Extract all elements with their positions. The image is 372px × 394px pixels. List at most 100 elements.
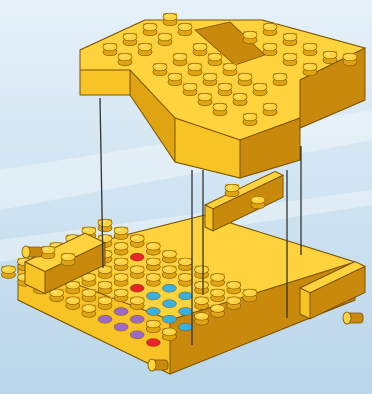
stud-top (178, 258, 192, 266)
stud-highlight (165, 252, 170, 255)
base-stud (227, 281, 241, 294)
stud-highlight (180, 25, 185, 28)
stud-top (183, 83, 197, 91)
roof-stud (343, 53, 357, 66)
base-stud (211, 289, 225, 302)
stud-top (82, 305, 96, 313)
stud-highlight (227, 186, 232, 189)
stud-top (251, 196, 265, 204)
marker-blue (162, 300, 176, 308)
stud-highlight (285, 55, 290, 58)
base-stud (146, 320, 160, 333)
roof-stud (233, 93, 247, 106)
base-stud (82, 289, 96, 302)
stud-top (323, 51, 337, 59)
base-stud (146, 242, 160, 255)
block-left (300, 288, 310, 319)
stud-highlight (229, 283, 234, 286)
stud-highlight (213, 291, 218, 294)
stud-highlight (133, 267, 138, 270)
marker-blue (178, 323, 192, 331)
stud-highlight (205, 75, 210, 78)
stud-highlight (197, 283, 202, 286)
roof-stud (193, 43, 207, 56)
block-left (205, 205, 213, 231)
stud-top (158, 33, 172, 41)
stud-highlight (84, 291, 89, 294)
stud-top (123, 33, 137, 41)
stud-highlight (200, 95, 205, 98)
stud-highlight (68, 236, 73, 239)
stud-top (195, 281, 209, 289)
roof-stud (183, 83, 197, 96)
base-stud (146, 258, 160, 271)
stud-highlight (43, 248, 48, 251)
stud-top (233, 93, 247, 101)
roof-stud (263, 23, 277, 36)
stud-top (213, 103, 227, 111)
roof-stud (208, 53, 222, 66)
stud-top (98, 219, 112, 227)
stud-highlight (197, 267, 202, 270)
stud-highlight (245, 291, 250, 294)
stud-top (273, 73, 287, 81)
base-stud (130, 297, 144, 310)
stud-highlight (140, 45, 145, 48)
stud-highlight (175, 55, 180, 58)
stud-highlight (100, 221, 105, 224)
roof-stud (303, 43, 317, 56)
roof-stud (283, 33, 297, 46)
stud-highlight (120, 55, 125, 58)
peg-cap (22, 246, 30, 258)
base-stud (211, 305, 225, 318)
stud-top (82, 289, 96, 297)
stud-top (114, 289, 128, 297)
stud-top (303, 63, 317, 71)
stud-top (130, 235, 144, 243)
stud-highlight (84, 229, 89, 232)
marker-red (130, 284, 144, 292)
stud-highlight (215, 105, 220, 108)
stud-top (195, 312, 209, 320)
base-brick-stud (61, 253, 75, 266)
stud-top (98, 297, 112, 305)
axle-peg-front (148, 359, 168, 371)
stud-highlight (197, 314, 202, 317)
marker-blue (178, 292, 192, 300)
base-stud (82, 305, 96, 318)
stud-highlight (63, 255, 68, 258)
stud-highlight (325, 53, 330, 56)
roof-stud (283, 53, 297, 66)
stud-highlight (190, 65, 195, 68)
base-stud (114, 289, 128, 302)
roof-stud (153, 63, 167, 76)
stud-top (118, 53, 132, 61)
axle-peg-right (343, 312, 363, 324)
roof-stud (263, 103, 277, 116)
stud-highlight (149, 322, 154, 325)
stud-highlight (117, 244, 122, 247)
stud-top (173, 53, 187, 61)
marker-blue (146, 292, 160, 300)
stud-top (130, 266, 144, 274)
stud-top (163, 13, 177, 21)
base-stud (178, 258, 192, 271)
stud-highlight (185, 85, 190, 88)
stud-highlight (133, 236, 138, 239)
stud-highlight (213, 275, 218, 278)
base-brick-stud (251, 196, 265, 209)
stud-top (243, 31, 257, 39)
stud-top (227, 281, 241, 289)
marker-purple (114, 307, 128, 315)
stud-highlight (145, 25, 150, 28)
stud-top (218, 83, 232, 91)
stud-highlight (4, 267, 9, 270)
stud-highlight (133, 298, 138, 301)
stud-top (146, 258, 160, 266)
roof-stud (158, 33, 172, 46)
stud-top (146, 242, 160, 250)
roof-stud (118, 53, 132, 66)
roof-stud (303, 63, 317, 76)
roof-stud (243, 113, 257, 126)
